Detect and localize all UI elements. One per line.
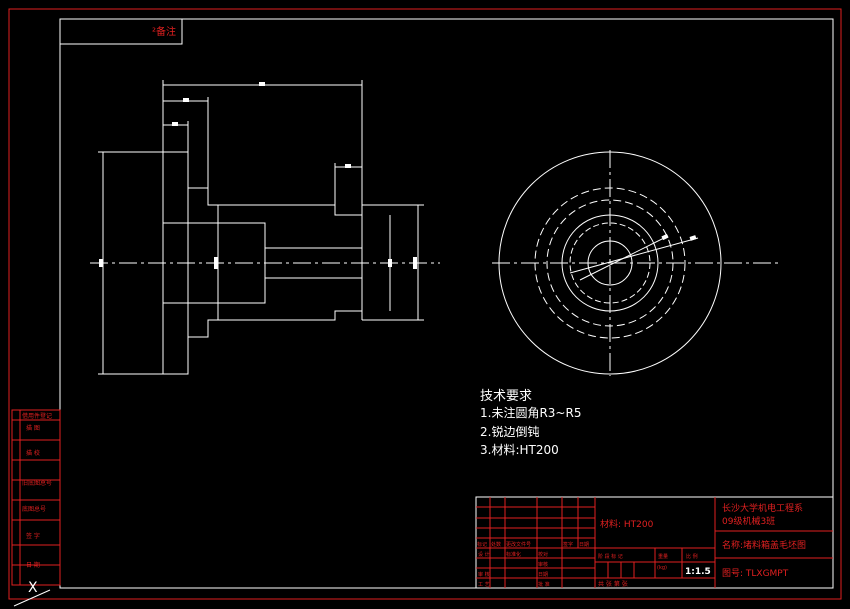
inner-border: [59, 18, 834, 589]
drawing-number: 图号: TLXGMPT: [722, 568, 789, 579]
weight-label: 重量: [658, 553, 668, 560]
role-2: 审 核: [478, 571, 490, 578]
dim-text-overall: [259, 82, 265, 86]
tech-item-1: 1.未注圆角R3~R5: [480, 405, 581, 420]
tech-item-3: 3.材料:HT200: [480, 443, 559, 457]
role-1: 标准化: [506, 551, 521, 558]
role-3: 工 艺: [478, 582, 490, 588]
class-text: 09级机械3班: [722, 515, 775, 527]
rev-hdr-0: 标记: [477, 541, 487, 548]
role-0: 设 计: [478, 551, 490, 558]
strip-label-0: 借用件登记: [22, 412, 52, 420]
ucs-axis-icon: X: [13, 580, 51, 607]
material-text: 材料: HT200: [600, 518, 654, 530]
strip-label-5: 签 字: [26, 532, 40, 540]
scale-label: 比 例: [686, 553, 698, 560]
left-strip: 借用件登记 描 图 描 校 旧底图总号 底图总号 签 字 日 期: [11, 409, 61, 586]
tech-title: 技术要求: [480, 389, 532, 404]
corner-note-box: ²备注: [59, 18, 183, 45]
strip-label-2: 描 校: [26, 449, 40, 457]
axis-label: X: [28, 580, 38, 596]
dim-text-boss: [345, 164, 351, 168]
rev-hdr-1: 处数: [491, 541, 501, 548]
strip-label-4: 底图总号: [22, 505, 46, 513]
dim-text-step: [183, 98, 189, 102]
weight-unit: (kg): [657, 565, 667, 571]
sheet-text: 共 张 第 张: [598, 580, 628, 588]
rev-hdr-3: 签字: [563, 541, 573, 548]
role-val-1: 审核: [538, 561, 548, 568]
role-val-2: 日期: [538, 572, 548, 578]
tech-item-2: 2.锐边倒钝: [480, 425, 539, 439]
rev-hdr-2: 更改文件号: [506, 541, 531, 548]
stage-label: 阶 段 标 记: [598, 553, 623, 560]
rev-hdr-4: 日期: [579, 542, 589, 548]
section-view: [90, 80, 440, 375]
end-view: [492, 150, 780, 376]
dim-text-flange: [172, 122, 178, 126]
role-val-0: 校对: [538, 551, 548, 558]
title-block: 标记 处数 更改文件号 签字 日期 设 计 标准化 校对 审核 审 核 工 艺 …: [475, 496, 834, 589]
strip-label-6: 日 期: [26, 561, 40, 569]
strip-label-1: 描 图: [26, 424, 40, 432]
scale-value: 1:1.5: [685, 567, 711, 577]
outer-frame: [8, 8, 842, 600]
tech-requirements: 技术要求 1.未注圆角R3~R5 2.锐边倒钝 3.材料:HT200: [480, 389, 581, 457]
corner-note-text: ²备注: [152, 25, 176, 38]
role-4: 批 准: [538, 581, 550, 588]
strip-label-3: 旧底图总号: [22, 479, 52, 487]
part-name: 名称:堵料箱盖毛坯图: [722, 539, 806, 551]
school-text: 长沙大学机电工程系: [722, 502, 803, 514]
